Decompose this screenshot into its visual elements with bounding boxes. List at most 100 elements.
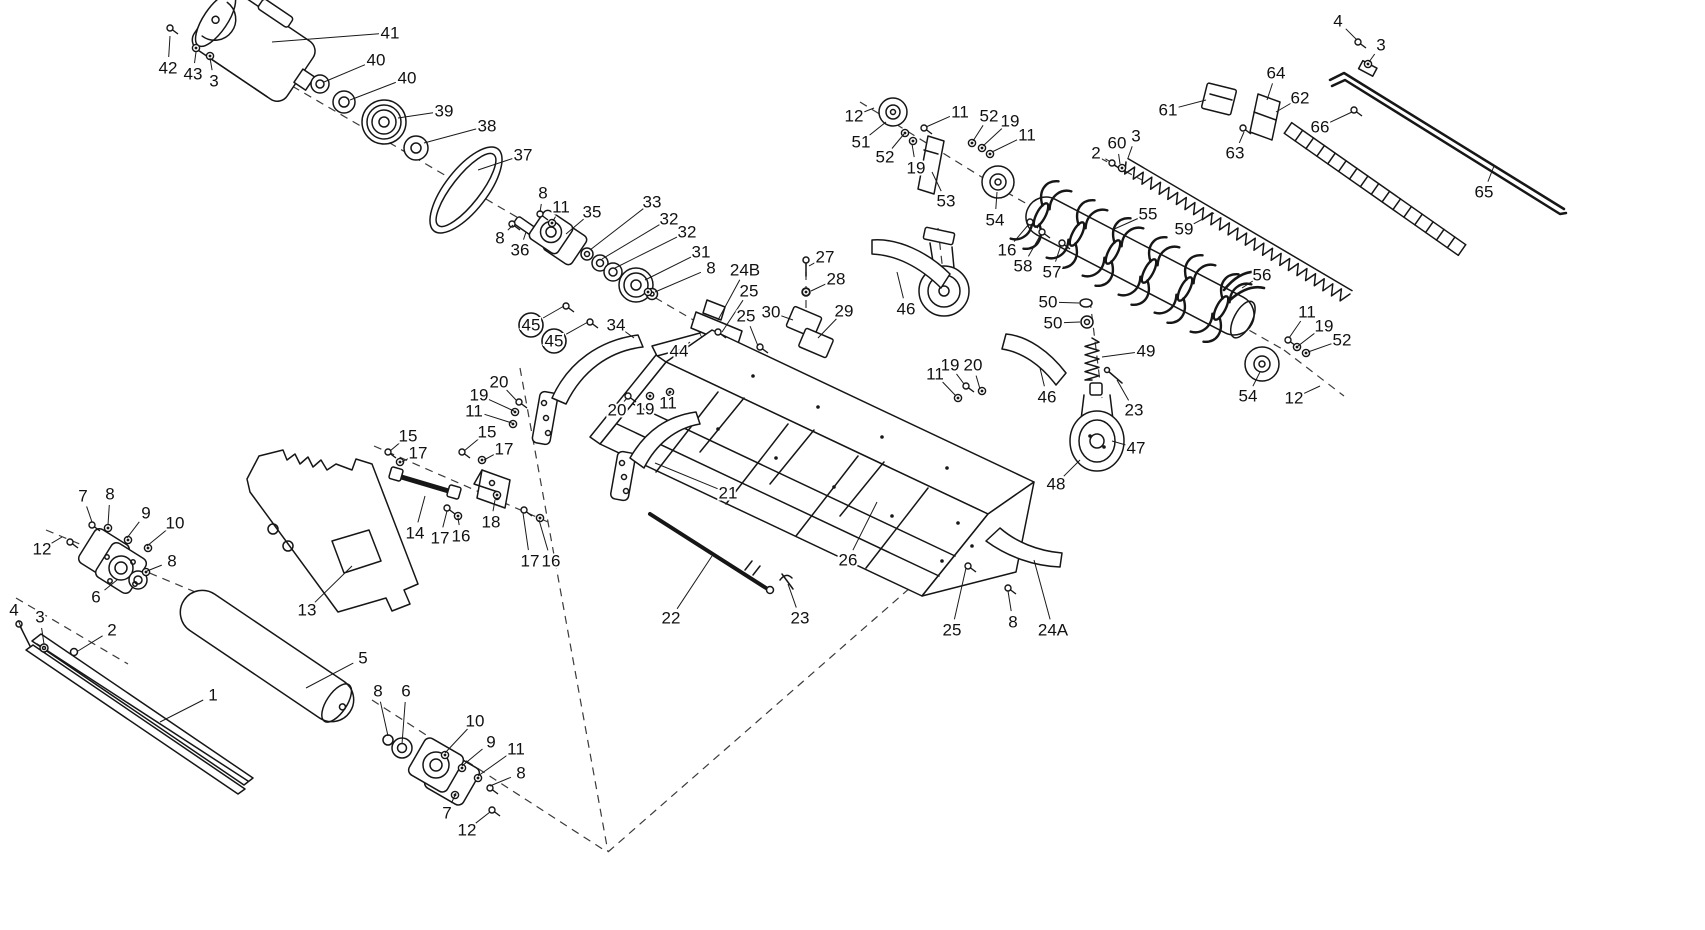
hardware-glyphs — [66, 24, 1373, 817]
leader-line — [808, 261, 816, 267]
bolt-glyph — [1350, 106, 1358, 114]
leader-line — [483, 453, 495, 461]
part-callout-8: 8 — [706, 259, 715, 278]
part-callout-11: 11 — [1018, 126, 1036, 145]
part-callout-7: 7 — [78, 487, 87, 506]
part-callout-19: 19 — [1315, 317, 1334, 336]
leader-line — [644, 256, 692, 281]
bolt-glyph — [1239, 124, 1247, 132]
leader-line — [492, 499, 496, 512]
part-callout-32: 32 — [678, 223, 697, 242]
part-callout-19: 19 — [1001, 112, 1020, 131]
leader-line — [77, 635, 103, 652]
part-callout-11: 11 — [951, 103, 969, 122]
leader-line — [1193, 212, 1215, 225]
caster-wheel — [1069, 382, 1125, 472]
part-callout-21: 21 — [719, 484, 738, 503]
leader-line — [1111, 440, 1126, 446]
leader-line — [982, 128, 1003, 147]
bolt-glyph — [624, 392, 632, 400]
parts-artwork — [15, 0, 1568, 806]
part-callout-56: 56 — [1253, 266, 1272, 285]
callout-leaders — [17, 28, 1495, 824]
part-callout-11: 11 — [1298, 303, 1316, 322]
serrated-bar — [1123, 157, 1353, 302]
part-callout-12: 12 — [1285, 389, 1304, 408]
part-callout-50: 50 — [1039, 293, 1058, 312]
leader-line — [654, 271, 702, 293]
part-callout-9: 9 — [486, 733, 495, 752]
leader-line — [401, 457, 409, 463]
leader-line — [891, 133, 905, 149]
bolt-glyph — [1284, 336, 1292, 344]
leader-line — [810, 283, 827, 292]
leader-line — [507, 224, 514, 231]
leader-line — [538, 519, 549, 551]
leader-line — [107, 504, 110, 526]
part-callout-24B: 24B — [730, 261, 760, 280]
link-rod — [388, 466, 462, 500]
leader-line — [159, 699, 204, 723]
bolt-glyph — [488, 806, 496, 814]
part-callout-51: 51 — [852, 133, 871, 152]
part-callout-64: 64 — [1267, 64, 1286, 83]
leader-line — [41, 627, 45, 645]
skid-arm-upper — [871, 239, 951, 289]
bolt-glyph — [1026, 218, 1034, 226]
leader-line — [17, 620, 24, 633]
leader-line — [1055, 244, 1062, 262]
leader-line — [552, 216, 556, 222]
part-callout-11: 11 — [465, 402, 483, 421]
leader-line — [1329, 111, 1353, 123]
reel-tine-cluster — [1045, 199, 1109, 269]
part-callout-11: 11 — [507, 740, 525, 759]
leader-line — [379, 701, 389, 737]
compression-spring — [1084, 337, 1100, 381]
part-callout-45: 45 — [545, 332, 564, 351]
part-callout-17: 17 — [495, 440, 514, 459]
part-callout-19: 19 — [470, 386, 489, 405]
leader-line — [1288, 320, 1302, 339]
leader-line — [1252, 371, 1261, 387]
part-callout-63: 63 — [1226, 144, 1245, 163]
leader-line — [1111, 218, 1139, 231]
leader-line — [1307, 343, 1332, 353]
wind-guard-parts — [1200, 59, 1568, 216]
leader-line — [477, 158, 513, 171]
leader-line — [1178, 99, 1207, 108]
part-callout-19: 19 — [941, 356, 960, 375]
ladder-strip — [1283, 121, 1467, 257]
part-callout-3: 3 — [35, 608, 44, 627]
bolt-glyph — [920, 124, 928, 132]
leader-line — [305, 662, 354, 689]
skid-arm-lower — [1001, 333, 1067, 386]
bolt-glyph — [520, 506, 528, 514]
generated-detail-art — [1009, 121, 1467, 381]
bolt-glyph — [508, 220, 516, 228]
leader-line — [523, 231, 527, 240]
bolt-glyph — [515, 398, 523, 406]
leader-line — [1297, 332, 1316, 347]
leader-line — [194, 51, 197, 64]
part-callout-62: 62 — [1291, 89, 1310, 108]
leader-line — [461, 748, 483, 767]
leader-line — [401, 701, 406, 745]
part-callout-59: 59 — [1175, 220, 1194, 239]
part-callout-10: 10 — [166, 514, 185, 533]
tine-pair-56 — [1222, 270, 1266, 302]
leader-line — [1063, 459, 1081, 477]
part-callout-54: 54 — [1239, 387, 1258, 406]
part-callout-55: 55 — [1139, 205, 1158, 224]
leader-line — [542, 305, 565, 319]
part-callout-66: 66 — [1311, 118, 1330, 137]
leader-line — [271, 33, 380, 43]
adjuster-bracket — [473, 469, 511, 509]
leader-line — [1058, 301, 1080, 304]
leader-line — [51, 536, 63, 544]
leader-line — [1116, 379, 1130, 401]
part-callout-4: 4 — [1333, 12, 1342, 31]
leader-line — [1063, 321, 1081, 324]
part-callout-3: 3 — [1376, 36, 1385, 55]
part-callout-8: 8 — [495, 229, 504, 248]
